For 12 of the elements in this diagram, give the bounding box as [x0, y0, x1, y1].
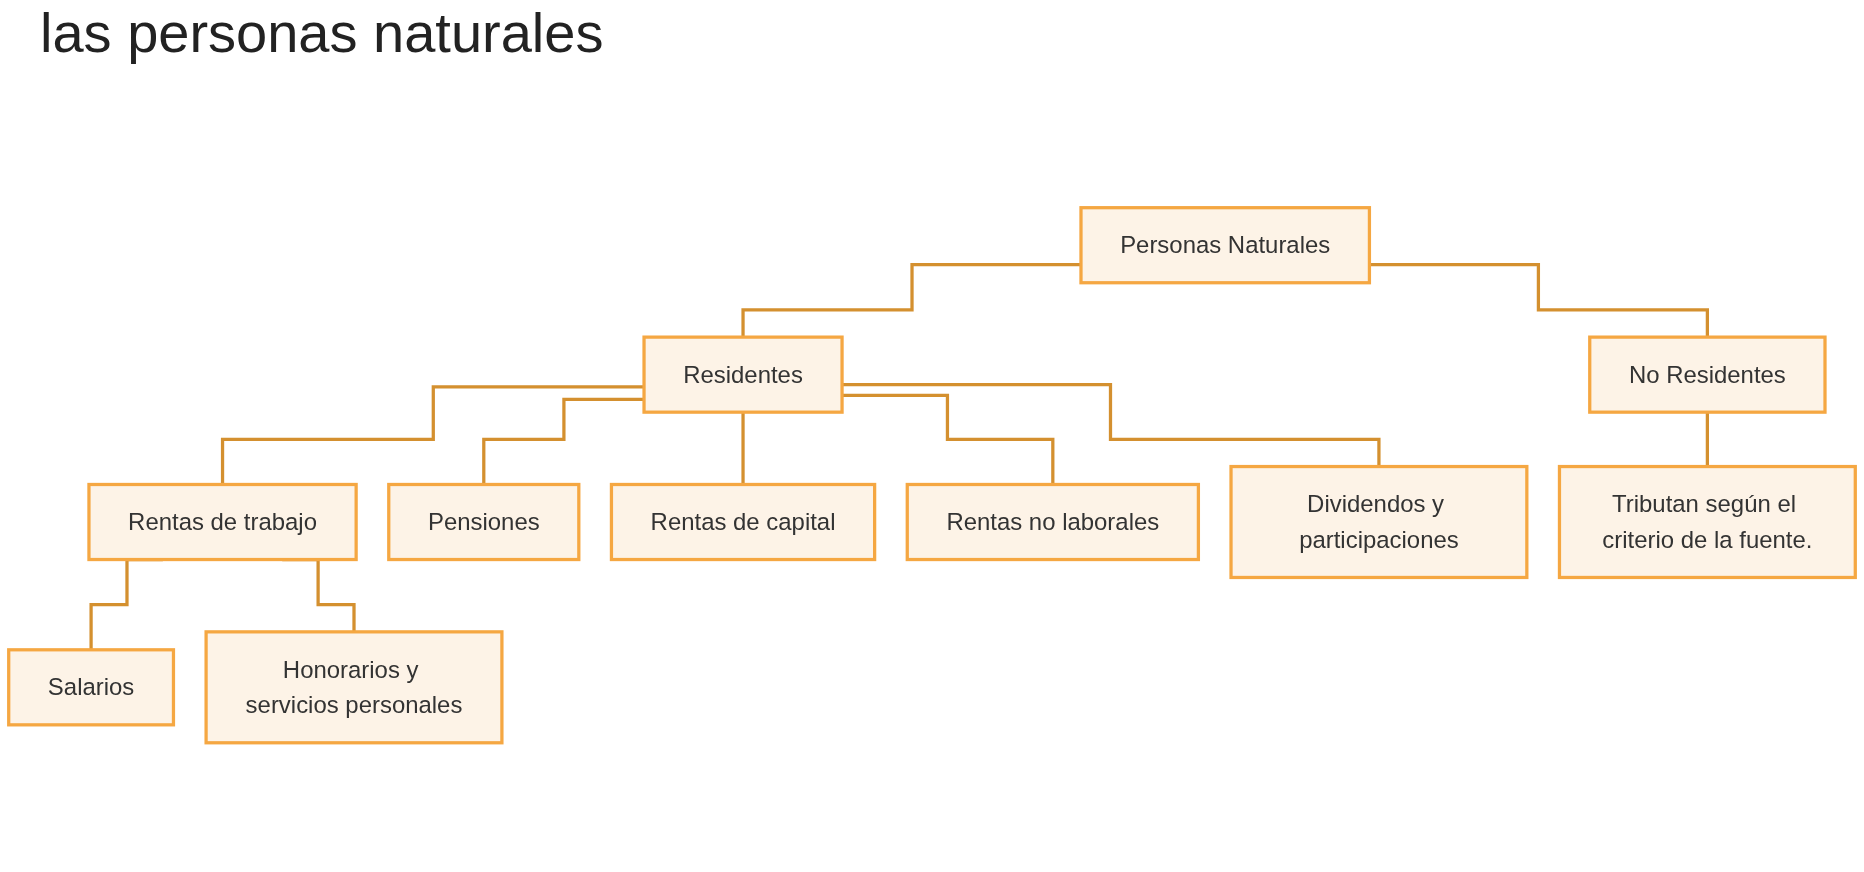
node-box: Honorarios y servicios personales [204, 629, 504, 745]
node-box: Pensiones [387, 482, 581, 561]
node-box: Rentas de trabajo [87, 482, 358, 561]
node-box: Rentas de capital [609, 482, 877, 561]
node-box: Salarios [7, 647, 176, 727]
node-box: Rentas no laborales [905, 482, 1201, 561]
title: las personas naturales [40, 0, 604, 65]
node-box: No Residentes [1588, 335, 1827, 414]
node-box: Dividendos y participaciones [1229, 464, 1529, 579]
node-box: Residentes [642, 335, 844, 414]
node-box: Personas Naturales [1079, 205, 1372, 285]
node-box: Tributan según el criterio de la fuente. [1557, 464, 1857, 579]
